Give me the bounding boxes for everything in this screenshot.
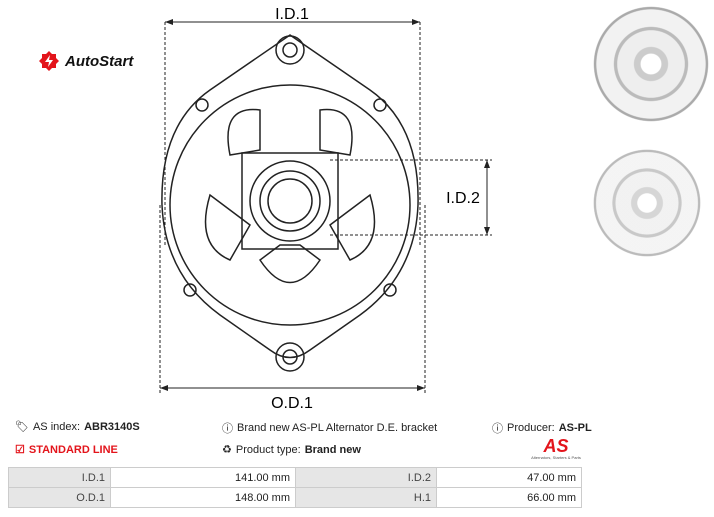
- tag-icon: 🏷: [15, 421, 29, 433]
- description-text: Brand new AS-PL Alternator D.E. bracket: [237, 422, 438, 434]
- producer-logo-caption: Alternators, Starters & Parts: [531, 455, 581, 460]
- gear-bolt-icon: [39, 51, 59, 71]
- id2-label: I.D.2: [446, 190, 480, 207]
- info-icon: ⓘ: [492, 423, 503, 435]
- spec-value: 66.00 mm: [436, 487, 582, 508]
- specs-table: I.D.1 141.00 mm I.D.2 47.00 mm O.D.1 148…: [8, 467, 582, 508]
- autostart-logo: AutoStart: [38, 50, 133, 72]
- producer: ⓘ Producer: AS-PL: [492, 420, 592, 436]
- description: ⓘ Brand new AS-PL Alternator D.E. bracke…: [222, 420, 437, 436]
- table-row: I.D.1 141.00 mm I.D.2 47.00 mm: [8, 467, 582, 488]
- spec-label: I.D.1: [8, 467, 111, 488]
- brand-name: AutoStart: [65, 52, 134, 70]
- spec-label: O.D.1: [8, 487, 111, 508]
- spec-value: 141.00 mm: [110, 467, 296, 488]
- product-type-value: Brand new: [304, 443, 361, 456]
- as-index: 🏷 AS index: ABR3140S: [15, 420, 140, 434]
- bracket-outline: [161, 34, 419, 359]
- od1-label: O.D.1: [271, 395, 313, 412]
- spec-value: 148.00 mm: [110, 487, 296, 508]
- standard-line-badge: ☑ STANDARD LINE: [15, 443, 118, 457]
- recycle-icon: ♻: [222, 444, 232, 456]
- as-index-value: ABR3140S: [84, 420, 140, 433]
- standard-line-text: STANDARD LINE: [28, 443, 118, 456]
- checkbox-icon: ☑: [15, 444, 25, 456]
- spec-label: H.1: [295, 487, 437, 508]
- producer-logo: AS Alternators, Starters & Parts: [530, 437, 582, 460]
- table-row: O.D.1 148.00 mm H.1 66.00 mm: [8, 487, 582, 508]
- producer-logo-mark: AS: [543, 436, 569, 456]
- producer-value: AS-PL: [558, 422, 592, 434]
- product-photo-front[interactable]: [592, 5, 710, 123]
- product-type: ♻ Product type: Brand new: [222, 443, 361, 457]
- spec-value: 47.00 mm: [436, 467, 582, 488]
- spec-label: I.D.2: [295, 467, 437, 488]
- product-photo-back[interactable]: [592, 148, 702, 258]
- id1-label: I.D.1: [275, 6, 309, 23]
- product-type-label: Product type:: [235, 443, 301, 456]
- as-index-label: AS index:: [32, 420, 81, 433]
- info-icon: ⓘ: [222, 423, 233, 435]
- producer-label: Producer:: [507, 422, 555, 434]
- technical-drawing: I.D.1 O.D.1 I.D.2: [159, 6, 492, 412]
